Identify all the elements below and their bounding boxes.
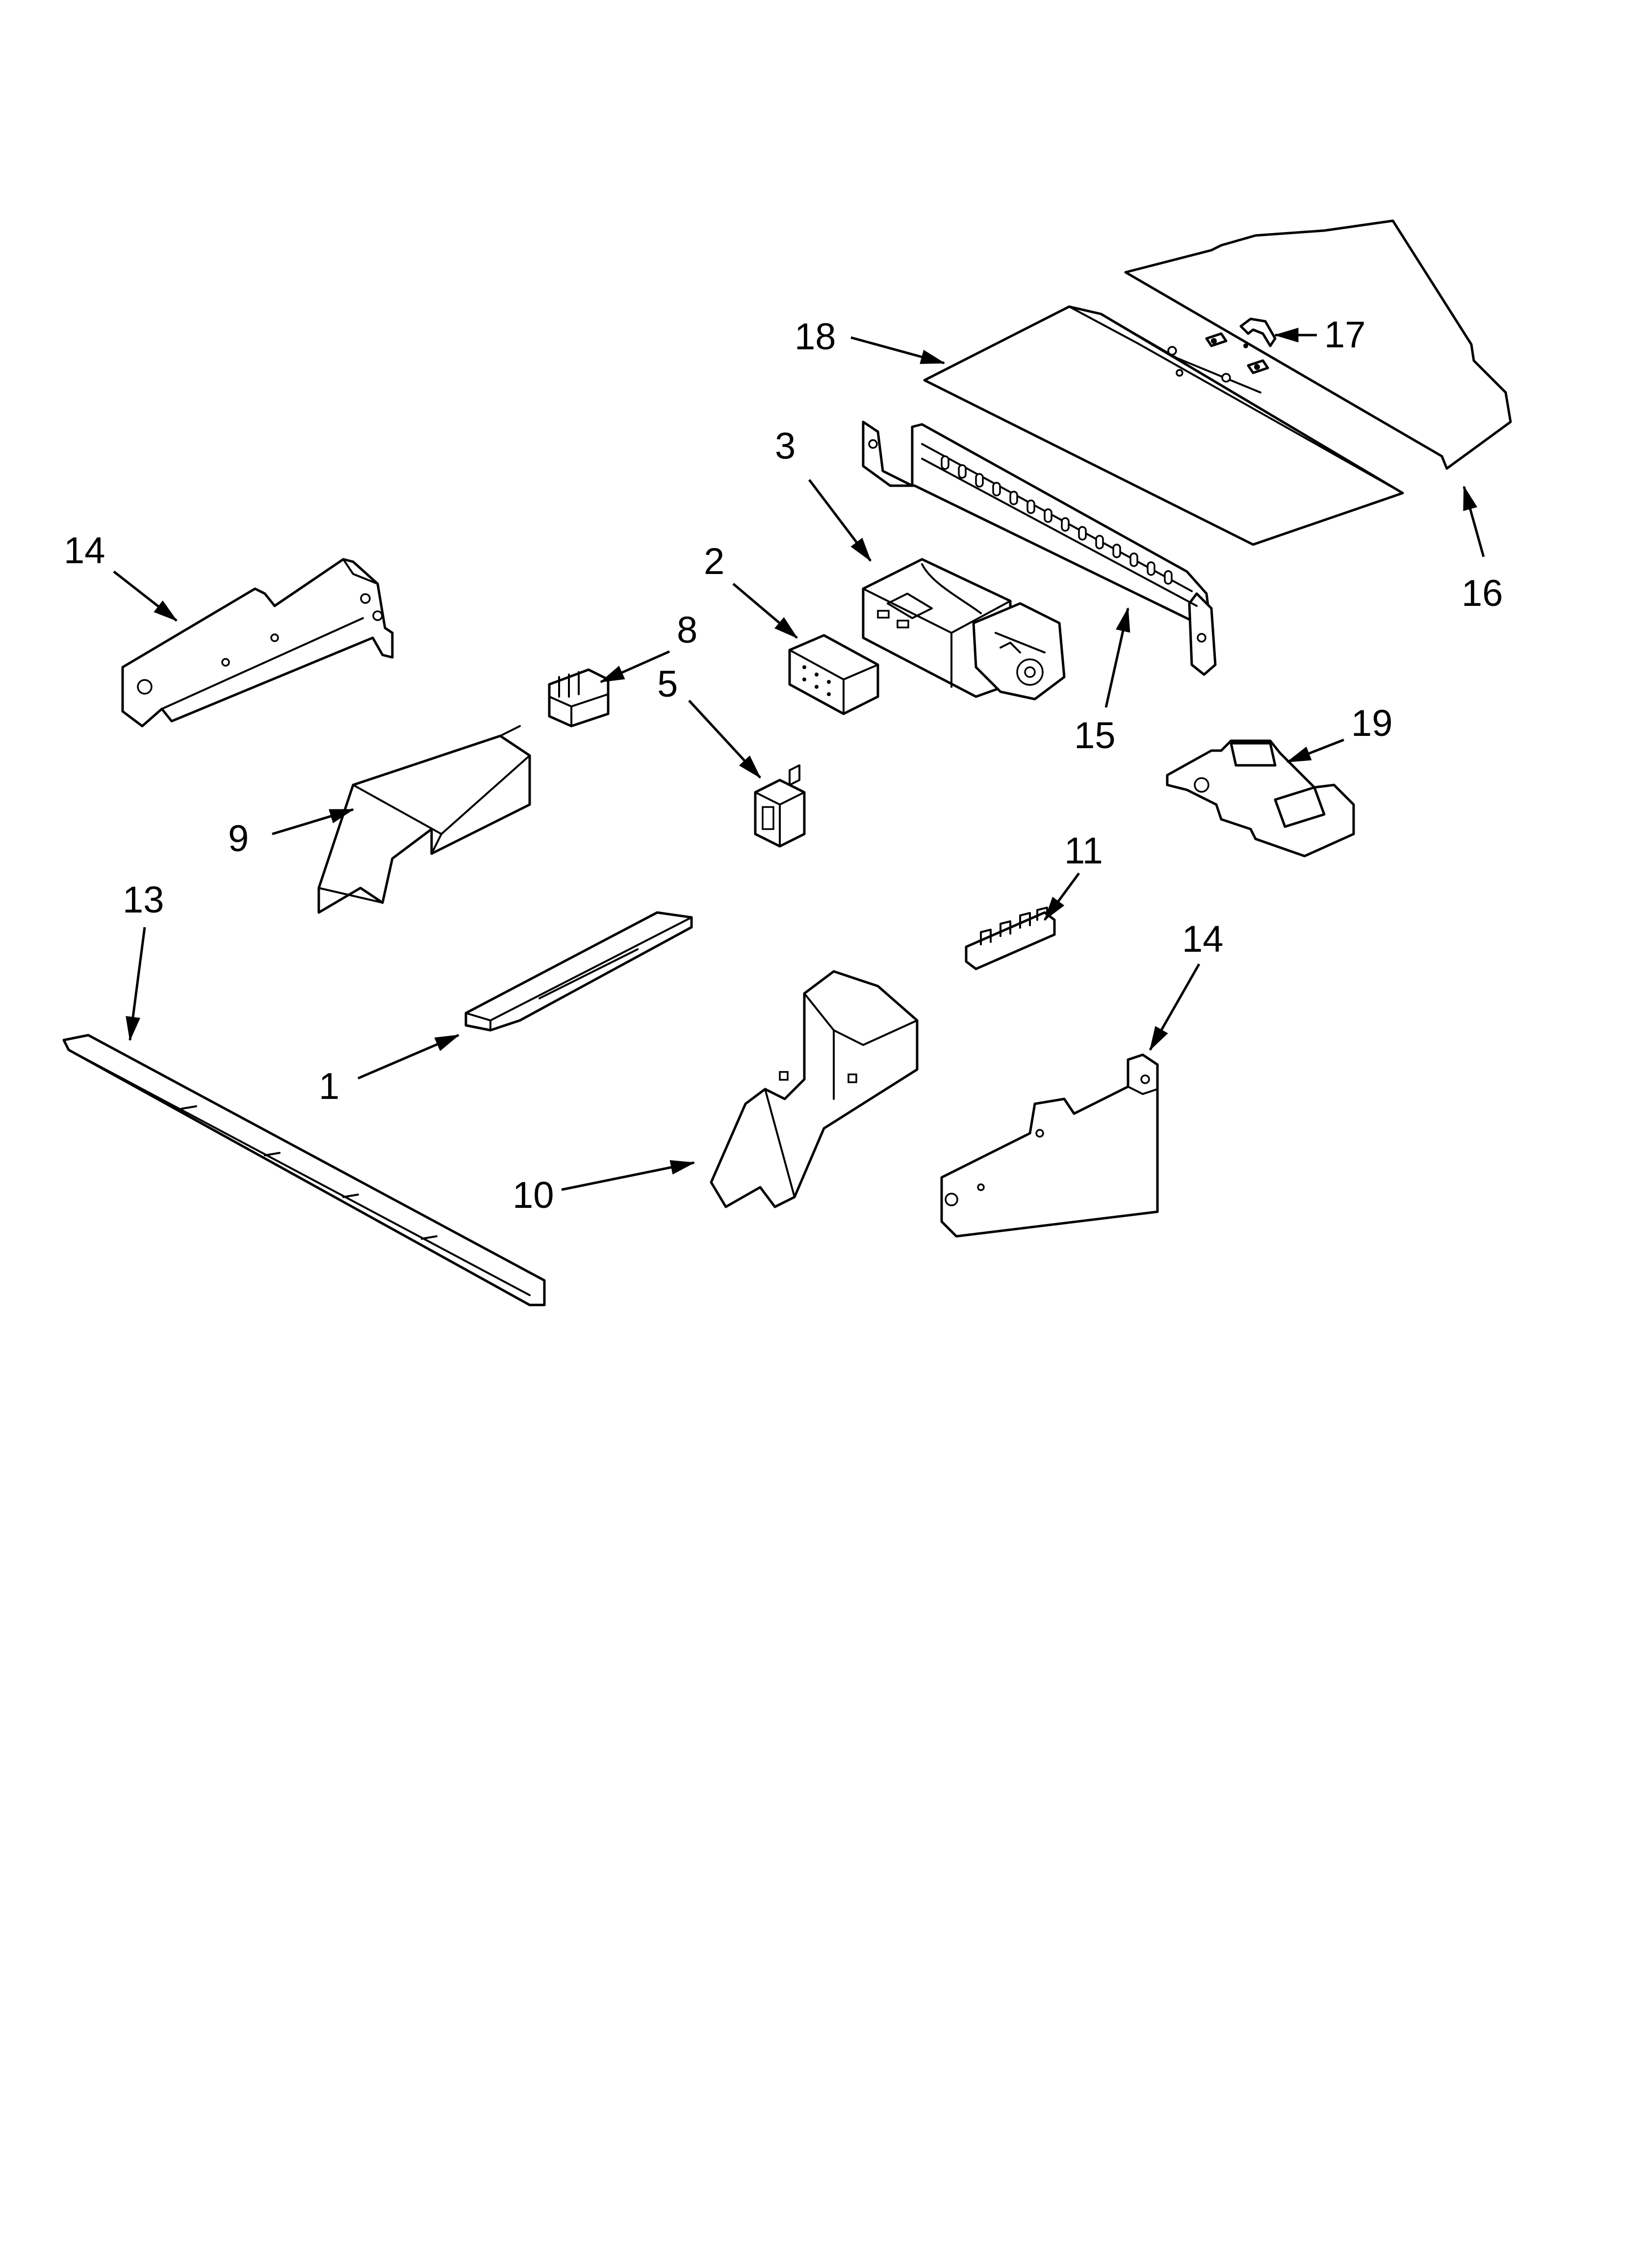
leader-lines xyxy=(113,328,1485,1191)
callout-10: 10 xyxy=(513,1174,554,1216)
callout-11: 11 xyxy=(1064,830,1103,872)
part-13-long-rail xyxy=(62,1034,546,1306)
callout-3: 3 xyxy=(775,425,795,467)
callout-2: 2 xyxy=(704,541,724,582)
part-9-vent-duct xyxy=(317,725,531,914)
part-15-perforated-bracket xyxy=(862,420,1217,676)
callout-19: 19 xyxy=(1351,703,1393,744)
part-1-tray xyxy=(464,911,693,1032)
callout-13: 13 xyxy=(123,879,164,921)
callout-5: 5 xyxy=(657,663,678,705)
part-16-top-cover xyxy=(1124,219,1512,470)
callout-1: 1 xyxy=(319,1066,339,1107)
callout-14-lower-right: 14 xyxy=(1182,918,1224,960)
part-3-latch-assembly xyxy=(862,558,1066,701)
callout-15: 15 xyxy=(1074,715,1116,756)
part-14-side-bracket-left xyxy=(121,558,394,728)
callout-18: 18 xyxy=(795,316,836,358)
part-2-terminal-block xyxy=(788,634,879,715)
callout-8: 8 xyxy=(677,609,697,651)
callout-labels: 18 17 16 3 2 15 8 5 19 14 9 11 13 14 1 1… xyxy=(64,314,1503,1216)
callout-9: 9 xyxy=(228,818,249,860)
callout-17: 17 xyxy=(1324,314,1366,356)
part-10-duct-elbow xyxy=(710,970,919,1208)
callout-16: 16 xyxy=(1462,573,1503,614)
perforation-slots xyxy=(941,455,1173,585)
part-14-side-bracket-right xyxy=(940,1053,1159,1238)
terminal-dots xyxy=(802,665,831,696)
part-19-control-bracket xyxy=(1166,739,1355,858)
part-11-terminal-strip xyxy=(965,907,1056,970)
part-5-switch xyxy=(754,764,806,848)
part-18-shield xyxy=(923,305,1404,546)
part-17-clip xyxy=(1205,317,1277,374)
part-8-transformer xyxy=(548,668,610,728)
callout-14-upper-left: 14 xyxy=(64,530,105,572)
